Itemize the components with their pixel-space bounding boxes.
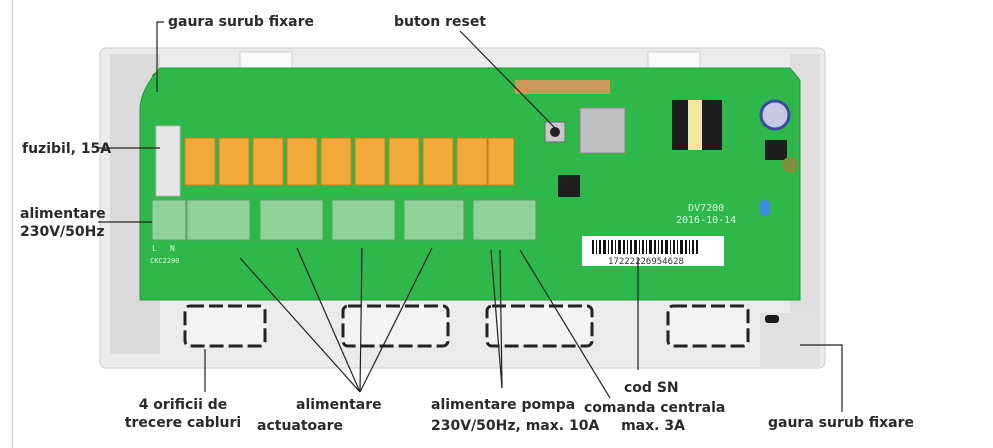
label-actuators-line1: alimentare — [296, 397, 382, 413]
cable-holes — [183, 304, 750, 348]
label-cable-holes-line1: 4 orificii de — [138, 397, 228, 413]
label-central-line2: max. 3A — [621, 418, 685, 434]
label-pump-line2: 230V/50Hz, max. 10A — [431, 418, 600, 434]
label-power-supply: alimentare 230V/50Hz — [20, 205, 106, 241]
label-central-line1: comanda centrala — [584, 400, 726, 416]
label-cable-holes-line2: trecere cabluri — [124, 415, 242, 431]
terminal-mark-l: L — [152, 244, 157, 253]
pcb-marking: DV7200 2016-10-14 — [676, 203, 736, 227]
board-code: CKC2200 — [150, 257, 180, 265]
relays — [184, 137, 515, 186]
label-cable-holes: 4 orificii de trecere cabluri — [124, 396, 242, 432]
image-border — [12, 0, 13, 448]
label-power-line2: 230V/50Hz — [20, 224, 105, 240]
label-screw-hole-bottom: gaura surub fixare — [768, 415, 914, 431]
terminal-blocks — [151, 199, 537, 241]
label-central-command: comanda centrala max. 3A — [584, 399, 726, 435]
pcb-model: DV7200 — [688, 203, 725, 214]
label-actuators-line2: actuatoare — [257, 418, 344, 434]
label-screw-hole-top: gaura surub fixare — [168, 14, 314, 30]
pcb-date: 2016-10-14 — [676, 215, 737, 226]
serial-number-text: 17222226954628 — [608, 257, 684, 267]
terminal-mark-n: N — [170, 244, 175, 253]
label-reset-button: buton reset — [394, 14, 487, 30]
label-power-line1: alimentare — [20, 206, 106, 222]
leader-lines — [98, 21, 843, 412]
label-pump-line1: alimentare pompa — [431, 397, 576, 413]
label-fuse: fuzibil, 15A — [22, 141, 112, 157]
label-serial-code: cod SN — [624, 380, 679, 396]
